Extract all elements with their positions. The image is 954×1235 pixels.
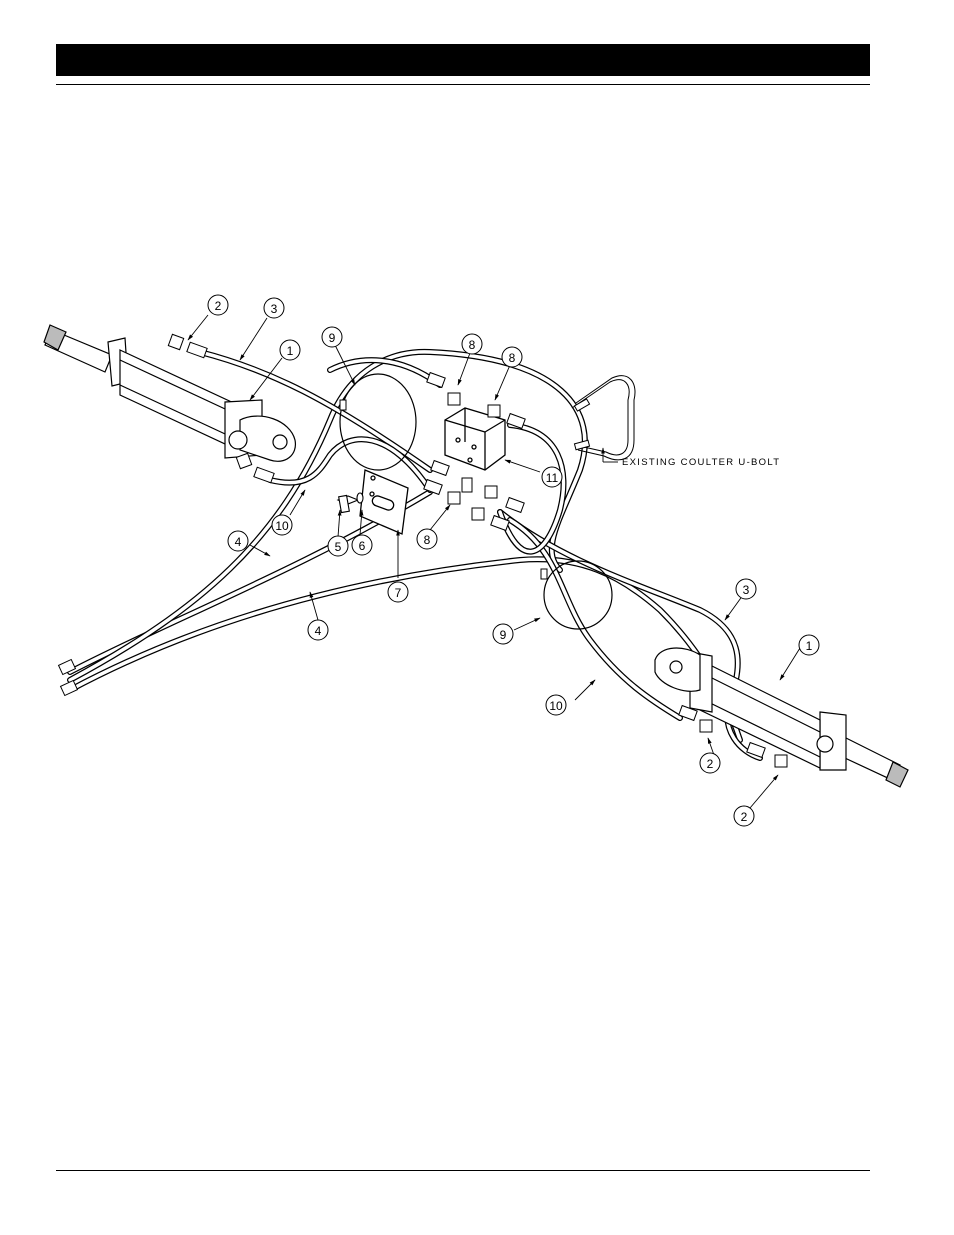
callout-4-lower: 4 [307,619,329,641]
svg-text:4: 4 [235,535,242,549]
note-leader [601,447,618,463]
svg-text:3: 3 [743,583,750,597]
svg-text:2: 2 [741,810,748,824]
svg-text:8: 8 [424,533,431,547]
callout-5: 5 [327,535,349,557]
tie-loop-left [339,373,417,471]
header-bar [56,44,870,76]
hose-block-right [497,422,567,555]
callout-7: 7 [387,581,409,603]
callout-balloons: 2 3 1 9 8 8 11 10 [207,294,820,827]
callout-9-bottom: 9 [492,623,514,645]
callout-8-top-right: 8 [501,346,523,368]
footer-rule [56,1170,870,1171]
svg-text:8: 8 [469,338,476,352]
hose-10-left [267,436,433,493]
header-rule [56,84,870,85]
callout-3-top: 3 [263,297,285,319]
tie-clip-left [339,399,347,411]
callout-6: 6 [351,534,373,556]
hose-block-top [327,357,443,388]
callout-10-right: 10 [545,694,567,716]
callout-2-top: 2 [207,294,229,316]
tie-clip-right [540,568,548,580]
callout-3-right: 3 [735,578,757,600]
callout-2-bottom: 2 [733,805,755,827]
hose-3-left [197,349,433,473]
callout-1-left: 1 [279,339,301,361]
svg-text:9: 9 [500,628,507,642]
tie-loop-right [543,560,613,630]
bolt-and-washer [336,492,364,514]
svg-text:7: 7 [395,586,402,600]
svg-text:5: 5 [335,540,342,554]
hose-3-right [497,509,763,761]
svg-text:6: 6 [359,539,366,553]
callout-8-top-left: 8 [461,333,483,355]
valve-block [444,407,506,471]
coulter-ubolt-note: EXISTING COULTER U-BOLT [622,457,780,468]
mount-plate [359,469,409,535]
callout-11: 11 [541,466,563,488]
callout-4-upper: 4 [227,530,249,552]
svg-text:10: 10 [275,519,289,533]
callout-9-top: 9 [321,326,343,348]
callout-10-left: 10 [271,514,293,536]
svg-text:8: 8 [509,351,516,365]
fittings [57,333,788,768]
svg-text:11: 11 [546,471,559,485]
svg-text:3: 3 [271,302,278,316]
svg-text:4: 4 [315,624,322,638]
callout-2-middle: 2 [699,752,721,774]
svg-text:2: 2 [215,299,222,313]
svg-text:9: 9 [329,331,336,345]
hose-10-right [507,517,683,721]
svg-text:2: 2 [707,757,714,771]
cylinder-right [654,647,909,788]
hose-9-loop [67,348,588,683]
cylinder-left [43,324,297,462]
callout-8-bottom: 8 [416,528,438,550]
svg-text:10: 10 [549,699,563,713]
callout-1-right: 1 [798,634,820,656]
u-bolt [571,375,636,461]
leader-lines [187,314,801,809]
svg-text:1: 1 [806,639,813,653]
svg-text:1: 1 [287,344,294,358]
